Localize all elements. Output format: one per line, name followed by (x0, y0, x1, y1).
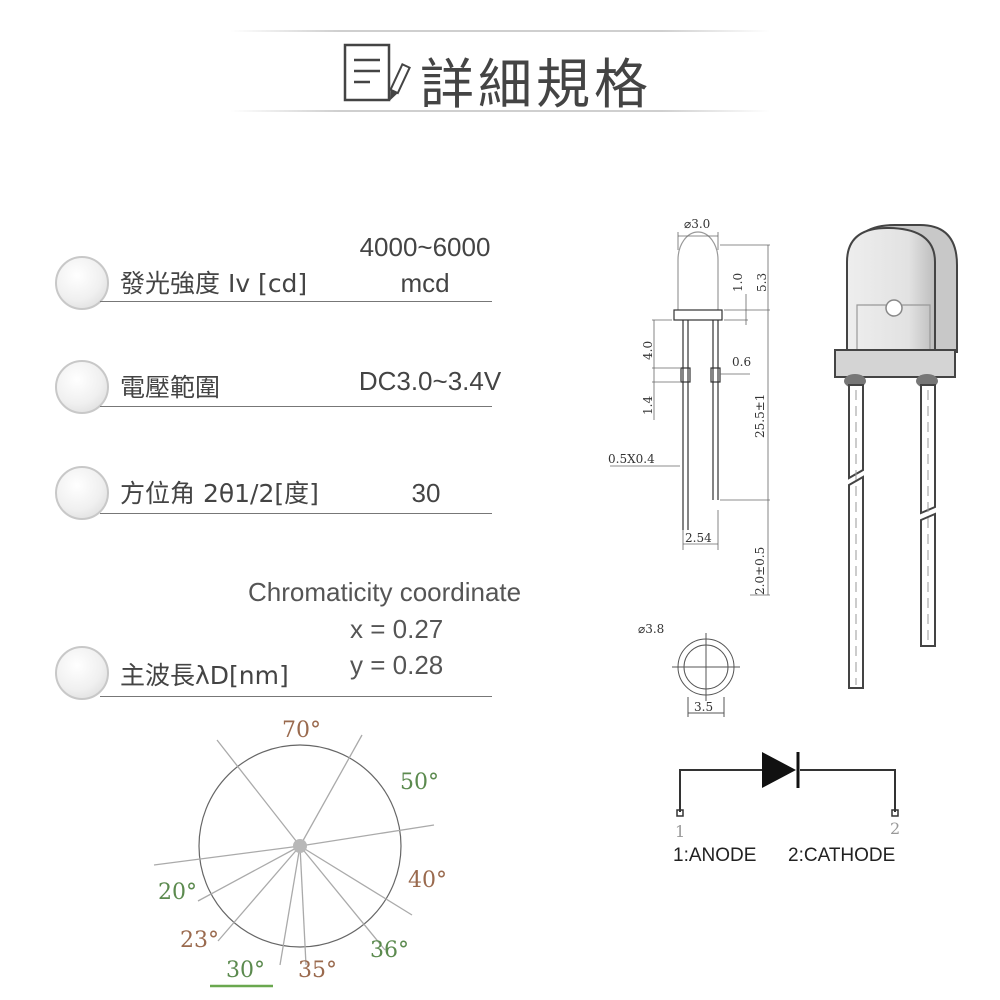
angle-chart-circle (198, 744, 402, 948)
angle-label-20: 20° (158, 880, 197, 905)
anode-label: 1:ANODE (673, 845, 757, 866)
diode-symbol: 1 2 (675, 752, 900, 840)
chromaticity-title: Chromaticity coordinate (248, 577, 522, 607)
spec-label-dominant-wavelength: 主波長λD[nm] (120, 661, 289, 690)
dim-3-5: 3.5 (694, 700, 713, 714)
spec-value-luminous-intensity-unit: mcd (400, 268, 450, 298)
cathode-label: 2:CATHODE (788, 845, 896, 866)
angle-label-40: 40° (408, 868, 447, 893)
dim-dia-base: ⌀3.8 (638, 622, 664, 636)
dim-dia-top: ⌀3.0 (684, 217, 710, 231)
spec-bullet (55, 360, 109, 414)
dim-0-5x0-4: 0.5X0.4 (608, 452, 655, 466)
header-bottom-rule (230, 110, 770, 112)
angle-label-23: 23° (180, 928, 219, 953)
angle-label-50: 50° (400, 770, 439, 795)
pin1-number: 1 (675, 822, 685, 840)
viewing-angle-diagram: 70° 50° 40° 36° 35° 30° 23° 20° (153, 718, 447, 988)
diode-triangle (762, 752, 796, 788)
spec-label-voltage-range: 電壓範圍 (120, 373, 221, 402)
document-pen-icon (343, 43, 411, 102)
angle-chart-center (293, 839, 307, 853)
spec-divider (100, 406, 492, 407)
spec-divider (100, 513, 492, 514)
angle-label-36: 36° (370, 938, 409, 963)
led-base-view: ⌀3.8 3.5 (638, 622, 740, 717)
spec-divider (100, 301, 492, 302)
pin1-terminal (676, 809, 684, 817)
dim-1-4: 1.4 (641, 396, 655, 415)
spec-value-luminous-intensity: 4000~6000 (359, 232, 491, 262)
dim-25-5: 25.5±1 (753, 394, 767, 438)
spec-label-viewing-angle: 方位角 2θ1/2[度] (120, 479, 319, 508)
dim-1-0: 1.0 (731, 273, 745, 292)
dim-0-6: 0.6 (732, 355, 751, 369)
led-dimension-drawing: ⌀3.0 1.0 5.3 4.0 0.6 1.4 25.5±1 0.5X0.4 … (608, 217, 770, 596)
angle-label-30: 30° (226, 958, 265, 983)
page-title: 詳細規格 (420, 53, 652, 116)
dim-5-3: 5.3 (755, 273, 769, 292)
spec-bullet (55, 646, 109, 700)
spec-value-voltage-range: DC3.0~3.4V (358, 366, 502, 396)
header-top-rule (230, 30, 770, 32)
dim-2-54: 2.54 (685, 531, 712, 545)
spec-divider (100, 696, 492, 697)
chromaticity-y: y = 0.28 (350, 650, 444, 680)
spec-label-luminous-intensity: 發光強度 Iv [cd] (120, 269, 308, 298)
pin2-number: 2 (890, 819, 900, 838)
angle-label-35: 35° (298, 958, 337, 983)
chromaticity-x: x = 0.27 (350, 614, 444, 644)
led-illustration (834, 224, 958, 689)
angle-label-70: 70° (282, 718, 321, 743)
spec-value-viewing-angle: 30 (411, 478, 441, 508)
dim-2-0: 2.0±0.5 (753, 547, 767, 595)
spec-bullet (55, 466, 109, 520)
dim-4-0: 4.0 (641, 341, 655, 360)
pin2-terminal (891, 809, 899, 817)
